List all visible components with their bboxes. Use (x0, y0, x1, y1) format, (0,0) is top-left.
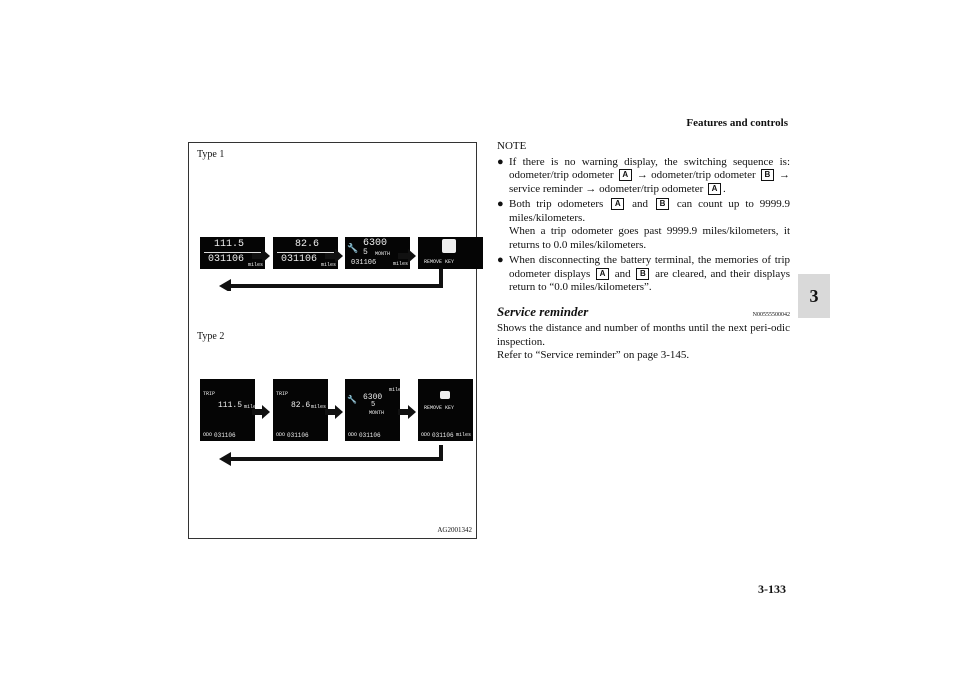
arrow-right-icon (325, 405, 343, 419)
section-paragraph: Shows the distance and number of months … (497, 322, 790, 348)
page-number: 3-133 (758, 582, 786, 596)
arrow-right-icon (398, 249, 416, 263)
type2-label: Type 2 (197, 331, 225, 342)
key-a-icon: A (611, 198, 625, 211)
note-bullet-1: ● If there is no warning display, the sw… (497, 155, 791, 195)
type2-display-trip-a: TRIP 111.5 miles ODO 031106 (200, 379, 255, 441)
note-bullet-2: ● Both trip odometers A and B can count … (497, 198, 791, 251)
section-reference: Refer to “Service reminder” on page 3-14… (497, 349, 690, 361)
figure-code: AG2001342 (437, 526, 472, 534)
arrow-right-icon (398, 405, 416, 419)
arrow-right-icon (252, 249, 270, 263)
section-title: Service reminder (497, 303, 589, 319)
wrench-icon: 🔧 (347, 244, 359, 254)
bullet-icon: ● (497, 155, 504, 168)
key-icon (440, 391, 450, 399)
type2-display-service: 🔧 6300 5 MONTH miles ODO 031106 (345, 379, 400, 441)
note-label: NOTE (497, 140, 527, 152)
section-code: N00555500042 (752, 311, 790, 318)
bullet-icon: ● (497, 254, 504, 266)
key-b-icon: B (760, 169, 774, 182)
key-b-icon: B (636, 267, 650, 280)
section-heading: Service reminder N00555500042 (497, 303, 790, 323)
return-arrow-icon (219, 269, 443, 291)
key-a-icon: A (618, 169, 632, 182)
return-arrow-icon (219, 445, 443, 466)
type1-label: Type 1 (197, 149, 225, 160)
arrow-right-icon (252, 405, 270, 419)
display-figure: Type 1 Type 2 111.5 031106 miles 82.6 03… (188, 142, 483, 539)
key-a-icon: A (596, 267, 610, 280)
key-a-icon: A (708, 182, 722, 195)
key-b-icon: B (655, 198, 669, 211)
type2-display-remove-key: REMOVE KEY ODO 031106 miles (418, 379, 473, 441)
note-bullet-3: ● When disconnecting the battery termina… (497, 254, 790, 293)
type1-display-remove-key: REMOVE KEY (418, 237, 483, 269)
wrench-icon: 🔧 (347, 396, 357, 405)
bullet-icon: ● (497, 198, 504, 210)
type1-display-trip-b: 82.6 031106 miles (273, 237, 338, 269)
chapter-tab: 3 (798, 274, 830, 318)
body-text: NOTE ● If there is no warning display, t… (497, 140, 790, 363)
arrow-right-icon (325, 249, 343, 263)
key-icon (442, 239, 456, 253)
header-title: Features and controls (686, 117, 788, 129)
type2-display-trip-b: TRIP 82.6 miles ODO 031106 (273, 379, 328, 441)
